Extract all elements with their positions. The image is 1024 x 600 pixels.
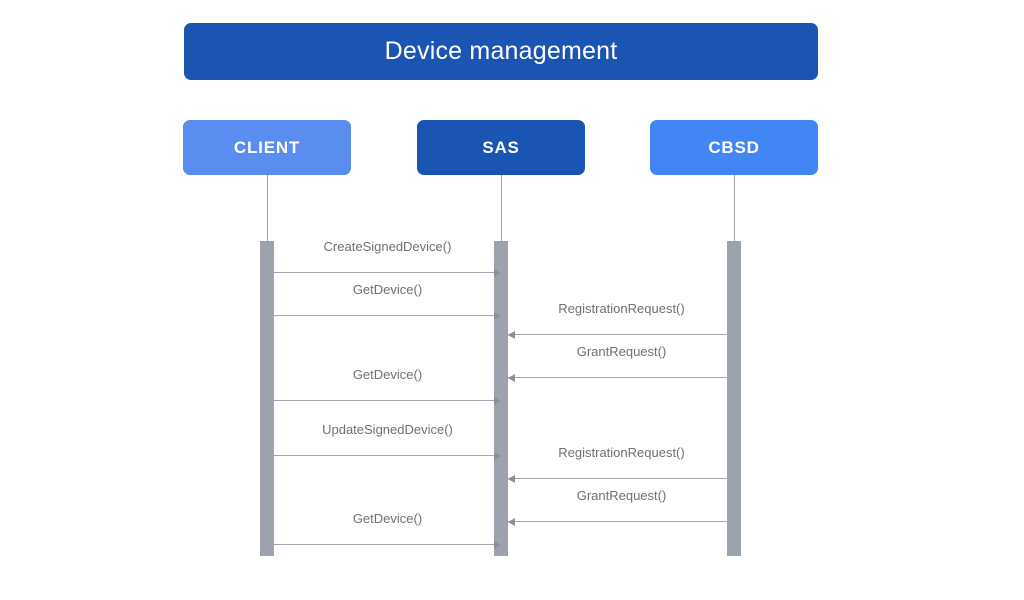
arrow-head-left-icon <box>508 474 515 483</box>
arrow-head-left-icon <box>508 517 515 526</box>
participant-label-client: CLIENT <box>233 137 301 157</box>
lifeline-cbsd <box>734 175 735 243</box>
message-label: CreateSignedDevice() <box>323 239 452 254</box>
arrow-head-left-icon <box>508 330 515 339</box>
participant-box-cbsd[interactable]: CBSD <box>650 120 818 175</box>
activation-bar-sas <box>494 241 508 556</box>
message-arrow[interactable]: GetDevice() <box>274 367 501 405</box>
message-label: GrantRequest() <box>576 344 667 359</box>
message-line <box>508 478 735 479</box>
message-label: UpdateSignedDevice() <box>322 422 453 437</box>
message-line <box>274 544 501 545</box>
message-label: GetDevice() <box>352 511 423 526</box>
message-line <box>508 377 735 378</box>
arrow-head-left-icon <box>508 373 515 382</box>
lifeline-sas <box>501 175 502 243</box>
diagram-title-text: Device management <box>384 37 618 65</box>
participant-box-client[interactable]: CLIENT <box>183 120 351 175</box>
message-label: GetDevice() <box>352 282 423 297</box>
lifeline-client <box>267 175 268 243</box>
participant-label-cbsd: CBSD <box>708 137 760 157</box>
activation-bar-client <box>260 241 274 556</box>
message-arrow[interactable]: GetDevice() <box>274 511 501 549</box>
activation-bar-cbsd <box>727 241 741 556</box>
message-line <box>274 400 501 401</box>
arrow-head-right-icon <box>494 451 501 460</box>
message-label: RegistrationRequest() <box>558 301 685 316</box>
message-arrow[interactable]: GetDevice() <box>274 282 501 320</box>
participant-box-sas[interactable]: SAS <box>417 120 585 175</box>
message-arrow[interactable]: GrantRequest() <box>508 488 735 526</box>
message-arrow[interactable]: RegistrationRequest() <box>508 445 735 483</box>
message-line <box>274 272 501 273</box>
message-line <box>508 521 735 522</box>
message-arrow[interactable]: RegistrationRequest() <box>508 301 735 339</box>
arrow-head-right-icon <box>494 311 501 320</box>
diagram-title-banner: Device management <box>184 23 818 80</box>
message-arrow[interactable]: GrantRequest() <box>508 344 735 382</box>
arrow-head-right-icon <box>494 396 501 405</box>
message-line <box>274 315 501 316</box>
message-label: GrantRequest() <box>576 488 667 503</box>
message-arrow[interactable]: CreateSignedDevice() <box>274 239 501 277</box>
arrow-head-right-icon <box>494 540 501 549</box>
message-label: RegistrationRequest() <box>558 445 685 460</box>
participant-label-sas: SAS <box>482 137 520 157</box>
message-line <box>274 455 501 456</box>
message-label: GetDevice() <box>352 367 423 382</box>
arrow-head-right-icon <box>494 268 501 277</box>
message-arrow[interactable]: UpdateSignedDevice() <box>274 422 501 460</box>
message-line <box>508 334 735 335</box>
